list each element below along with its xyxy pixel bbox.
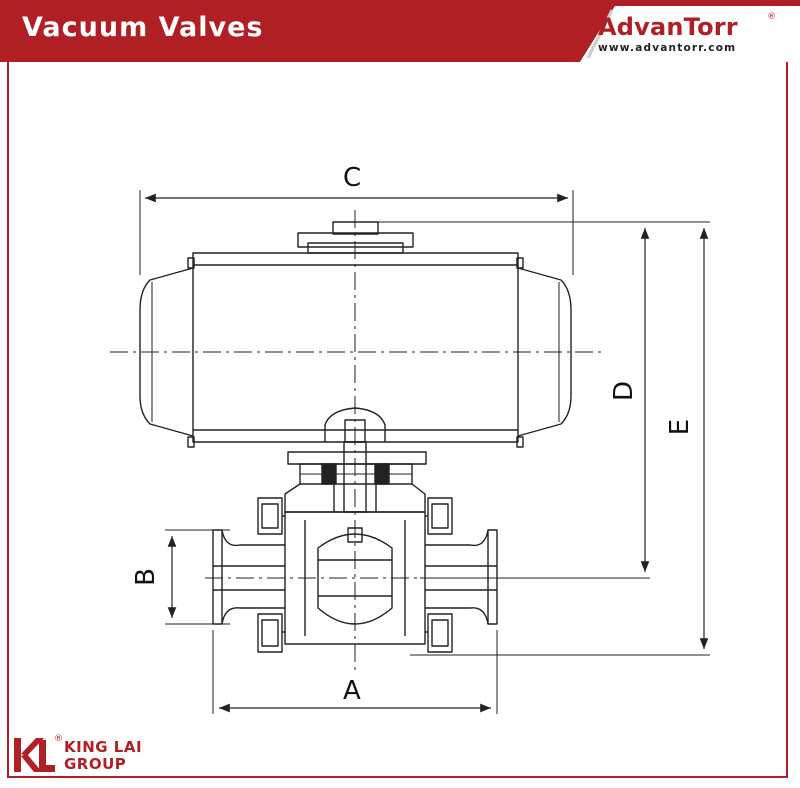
centerlines: [110, 210, 605, 670]
king-lai-logo: ® KING LAI GROUP: [12, 734, 172, 776]
dimension-label-b: B: [130, 568, 161, 586]
dimension-label-d: D: [609, 380, 640, 402]
logo-line-2: GROUP: [64, 755, 127, 773]
page-title: Vacuum Valves: [22, 12, 264, 43]
dimension-label-e: E: [665, 418, 696, 436]
dimension-c-line: [139, 190, 574, 275]
valve-body: [257, 497, 453, 653]
right-flange: [425, 529, 498, 625]
brand-name: AdvanTorr: [598, 13, 738, 41]
logo-line-1: KING LAI: [64, 738, 143, 756]
header-banner: Vacuum Valves AdvanTorr ® www.advantorr.…: [0, 0, 800, 62]
header-background: [0, 0, 800, 62]
mounting-bracket: [284, 407, 427, 543]
brand-registered-mark: ®: [767, 12, 776, 22]
dimension-label-c: C: [343, 163, 362, 193]
brand-logo: AdvanTorr ® www.advantorr.com: [598, 12, 778, 54]
dimension-label-a: A: [343, 676, 361, 706]
kl-logo-mark-icon: [14, 738, 55, 772]
dimension-a-line: [212, 630, 498, 714]
dimension-b-line: [165, 529, 230, 625]
content-frame: [7, 62, 788, 778]
left-flange: [212, 529, 285, 625]
dimension-e-line: [410, 228, 710, 656]
logo-registered-mark: ®: [54, 734, 63, 744]
brand-url: www.advantorr.com: [598, 42, 737, 54]
dimension-d-line: [355, 221, 710, 579]
